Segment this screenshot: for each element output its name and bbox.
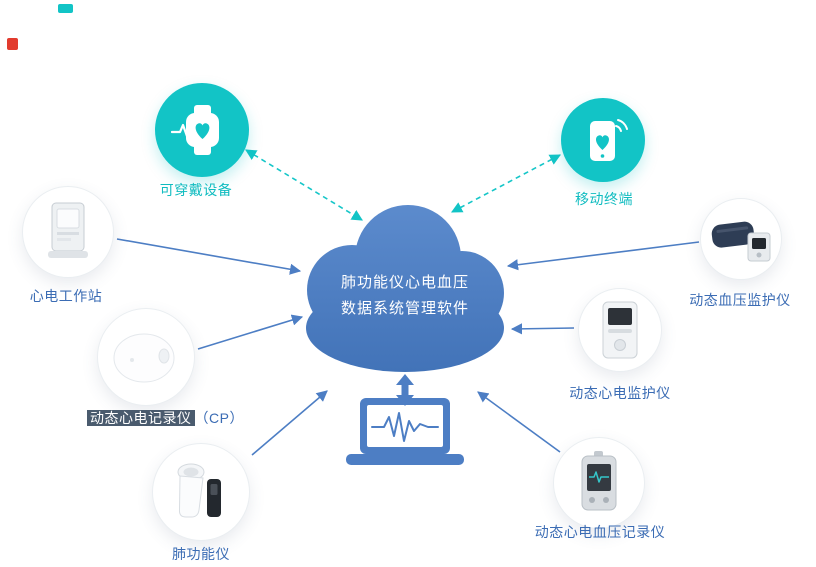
laptop-ecg-icon xyxy=(346,398,464,465)
label-bp-monitor: 动态血压监护仪 xyxy=(689,292,791,308)
page-artifact-red xyxy=(7,38,18,50)
connector-ecgmonitor-cloud xyxy=(510,323,575,335)
label-holter-suffix: （CP） xyxy=(194,410,244,426)
cloud-title-line1: 肺功能仪心电血压 xyxy=(340,274,469,291)
ecg-workstation-device-icon xyxy=(48,202,88,258)
label-mobile: 移动终端 xyxy=(575,191,633,207)
node-ecg-bp-recorder xyxy=(553,437,645,529)
node-wearable xyxy=(155,83,249,177)
node-spirometer xyxy=(152,443,250,541)
smartwatch-heart-icon xyxy=(171,105,219,155)
connector-holter-cloud xyxy=(197,314,304,350)
connector-bpmonitor-cloud xyxy=(506,241,700,271)
connector-spirometer-cloud xyxy=(251,390,328,456)
node-mobile xyxy=(561,98,645,182)
cloud-title-line2: 数据系统管理软件 xyxy=(340,300,469,317)
label-ecg-bp-recorder: 动态心电血压记录仪 xyxy=(534,524,666,540)
connector-laptop-cloud xyxy=(396,374,414,406)
ecg-bp-recorder-device-icon xyxy=(581,451,617,511)
label-holter-highlighted: 动态心电记录仪 xyxy=(87,410,195,426)
spirometer-device-icon xyxy=(177,463,221,518)
ecg-monitor-device-icon xyxy=(602,301,638,359)
smartphone-heart-icon xyxy=(590,119,628,161)
label-holter-recorder: 动态心电记录仪（CP） xyxy=(63,408,268,428)
node-bp-monitor xyxy=(700,198,782,280)
connector-ecgbp-cloud xyxy=(477,391,561,453)
cloud-shape xyxy=(306,205,504,372)
node-holter-recorder xyxy=(97,308,195,406)
label-spirometer: 肺功能仪 xyxy=(172,546,230,562)
connector-workstation-cloud xyxy=(116,238,302,275)
connector-mobile-cloud xyxy=(451,154,561,213)
node-ecg-monitor xyxy=(578,288,662,372)
connector-wearable-cloud xyxy=(245,149,363,221)
bp-monitor-device-icon xyxy=(711,221,771,262)
label-wearable: 可穿戴设备 xyxy=(159,182,233,198)
page-artifact-teal xyxy=(58,4,73,13)
node-ecg-workstation xyxy=(22,186,114,278)
cloud-title: 肺功能仪心电血压 数据系统管理软件 xyxy=(303,270,507,322)
label-ecg-workstation: 心电工作站 xyxy=(29,288,103,304)
label-ecg-monitor: 动态心电监护仪 xyxy=(569,385,671,401)
holter-recorder-device-icon xyxy=(113,333,175,383)
